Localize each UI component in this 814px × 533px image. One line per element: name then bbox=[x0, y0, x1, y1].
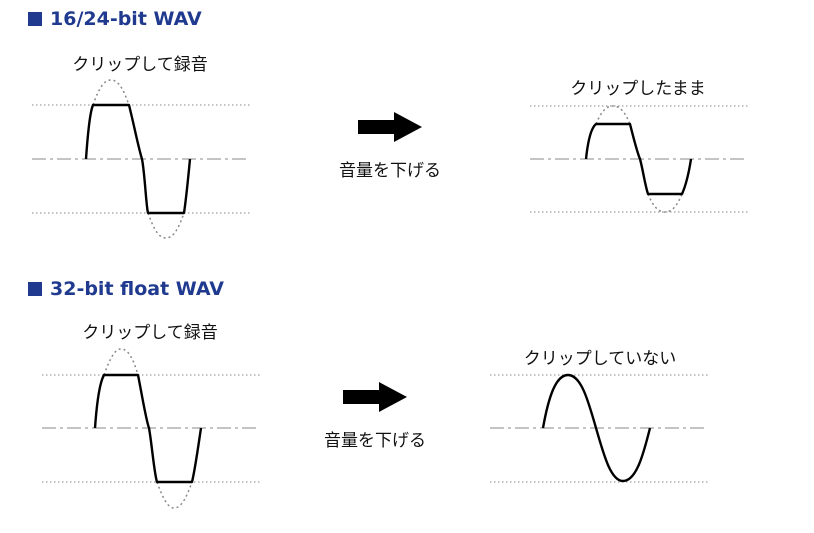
before-label-16-24bit: クリップして録音 bbox=[72, 55, 208, 75]
square-bullet-icon bbox=[28, 282, 42, 296]
action-label-16-24bit: 音量を下げる bbox=[339, 161, 441, 181]
section-title-text: 32-bit float WAV bbox=[50, 278, 225, 300]
clipped-waveform bbox=[93, 373, 203, 484]
action-label-32bit-float: 音量を下げる bbox=[324, 431, 426, 451]
waveform-clipped-recording-32bit-float bbox=[42, 348, 260, 509]
section-title-16-24bit: 16/24-bit WAV bbox=[28, 8, 202, 30]
right-arrow-icon bbox=[343, 382, 407, 412]
original-peak-dotted-curve bbox=[103, 348, 139, 376]
before-label-32bit-float: クリップして録音 bbox=[82, 323, 218, 343]
clipped-waveform bbox=[584, 122, 693, 196]
after-label-32bit-float: クリップしていない bbox=[523, 349, 677, 369]
after-label-16-24bit: クリップしたまま bbox=[570, 79, 706, 99]
original-trough-dotted-curve bbox=[647, 193, 683, 213]
clipped-waveform bbox=[84, 103, 192, 215]
full-sine-waveform bbox=[541, 373, 652, 483]
waveform-clipped-recording-16-24bit bbox=[32, 79, 250, 239]
waveform-still-clipped-16-24bit bbox=[530, 105, 748, 213]
right-arrow-icon bbox=[358, 112, 422, 142]
original-trough-dotted-curve bbox=[156, 481, 193, 509]
original-trough-dotted-curve bbox=[147, 212, 185, 239]
square-bullet-icon bbox=[28, 12, 42, 26]
section-title-text: 16/24-bit WAV bbox=[50, 8, 202, 30]
original-peak-dotted-curve bbox=[92, 79, 130, 106]
section-title-32bit-float: 32-bit float WAV bbox=[28, 278, 224, 300]
waveform-not-clipped-32bit-float bbox=[490, 373, 708, 483]
original-peak-dotted-curve bbox=[595, 105, 631, 125]
